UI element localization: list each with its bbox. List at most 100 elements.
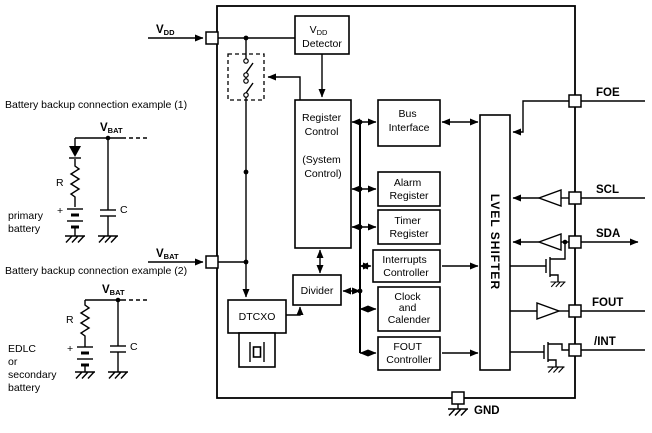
pin-foe: FOE [512, 87, 645, 136]
internal-bus [316, 118, 377, 357]
example1-vbat-label: VBAT [100, 122, 123, 135]
crystal-icon [249, 342, 265, 362]
clock-calender-label: Clock and Calender [388, 291, 431, 326]
capacitor-icon: C [100, 138, 128, 236]
bus-interface-box [377, 99, 441, 147]
sda-label: SDA [596, 228, 620, 240]
switch-contact [243, 78, 249, 84]
resistor-icon: R [66, 300, 91, 347]
dtcxo-block: DTCXO [227, 299, 304, 368]
pin-scl: SCL [512, 184, 645, 207]
timer-register-box [377, 209, 441, 245]
register-control-label: Register Control (System Control) [302, 112, 344, 180]
switch-blade [245, 82, 254, 94]
capacitor-icon: C [110, 300, 138, 372]
gnd-label: GND [474, 405, 500, 417]
vdd-detector-label: VDD Detector [302, 24, 342, 50]
drain-lead [550, 242, 566, 260]
example2-desc: EDLC [8, 343, 36, 355]
level-shifter-label: LVEL SHIFTER [488, 194, 502, 290]
pin-fout: FOUT [510, 297, 645, 320]
dtcxo-box [227, 299, 287, 334]
int-pin-square [568, 343, 582, 357]
dtcxo-label: DTCXO [239, 311, 276, 323]
vdd-pin-square [205, 31, 219, 45]
foe-pin-square [568, 94, 582, 108]
ground-icon [97, 235, 119, 244]
junction-dot [357, 119, 363, 125]
battery-backup-example-1: Battery backup connection example (1) VB… [5, 99, 187, 244]
interrupts-controller-box [372, 249, 441, 283]
battery-backup-example-2: Battery backup connection example (2) VB… [5, 265, 187, 394]
interrupts-controller-block: Interrupts Controller [372, 249, 479, 283]
switch-blade [245, 62, 254, 74]
vbat-pin-square [205, 255, 219, 269]
divider-label: Divider [301, 285, 334, 297]
fout-controller-label: FOUT Controller [386, 341, 432, 366]
junction-dot [357, 186, 363, 192]
register-control-block: Register Control (System Control) [294, 99, 352, 249]
ground-icon [546, 366, 566, 374]
resistor-zigzag [79, 300, 91, 347]
capacitor-label: C [130, 341, 138, 353]
switch-contact [243, 58, 249, 64]
crystal-body [252, 346, 262, 358]
drain-lead [548, 343, 569, 351]
ground-icon [447, 408, 469, 417]
resistor-icon: R [56, 159, 81, 207]
switch-control-arrow [267, 73, 301, 100]
pin-gnd: GND [447, 391, 500, 417]
foe-wire [512, 100, 569, 136]
ground-icon [107, 371, 129, 380]
level-shifter-box [479, 114, 511, 371]
example1-title: Battery backup connection example (1) [5, 99, 187, 111]
plus-label: + [67, 343, 73, 355]
source-lead [550, 274, 559, 282]
switch-contact [243, 92, 249, 98]
sda-pin-square [568, 235, 582, 249]
output-buffer-icon [536, 302, 562, 320]
int-label: /INT [594, 336, 616, 348]
alarm-register-box [377, 171, 441, 207]
gnd-pin-square [451, 391, 465, 405]
example1-desc: primary [8, 210, 44, 222]
level-shifter-block: LVEL SHIFTER [479, 114, 511, 371]
divider-block: Divider [292, 274, 342, 306]
register-control-box [294, 99, 352, 249]
capacitor-label: C [120, 204, 128, 216]
fout-controller-box [377, 336, 441, 371]
diode-triangle [69, 146, 81, 157]
bus-interface-label: Bus Interface [389, 108, 430, 134]
scl-label: SCL [596, 184, 619, 196]
alarm-register-block: Alarm Register [377, 171, 441, 207]
junction-dot [243, 169, 249, 175]
interrupts-controller-label: Interrupts Controller [382, 254, 429, 279]
source-lead [548, 359, 557, 367]
alarm-register-label: Alarm Register [389, 177, 429, 202]
switch-contact [243, 72, 249, 78]
fout-pin-square [568, 304, 582, 318]
example2-title: Battery backup connection example (2) [5, 265, 187, 277]
ground-icon [74, 371, 96, 380]
timer-register-block: Timer Register [377, 209, 441, 245]
example2-desc: or [8, 356, 18, 368]
primary-battery-icon: + [57, 205, 83, 236]
bus-interface-block: Bus Interface [377, 99, 479, 147]
resistor-zigzag [69, 159, 81, 207]
dtcxo-divider-arrow [286, 306, 304, 316]
foe-label: FOE [596, 87, 620, 99]
junction-dot [357, 288, 363, 294]
vbat-label: VBAT [156, 248, 179, 261]
clock-calender-box [377, 286, 441, 332]
vdd-label: VDD [156, 24, 175, 37]
sda-mosfet-icon [510, 242, 567, 288]
scl-pin-square [568, 191, 582, 205]
edlc-icon: + [67, 343, 93, 372]
fout-label: FOUT [592, 297, 623, 309]
junction-dot [243, 259, 249, 265]
input-buffer-icon [536, 233, 562, 251]
plus-label: + [57, 205, 63, 217]
pin-int: /INT [510, 336, 645, 374]
